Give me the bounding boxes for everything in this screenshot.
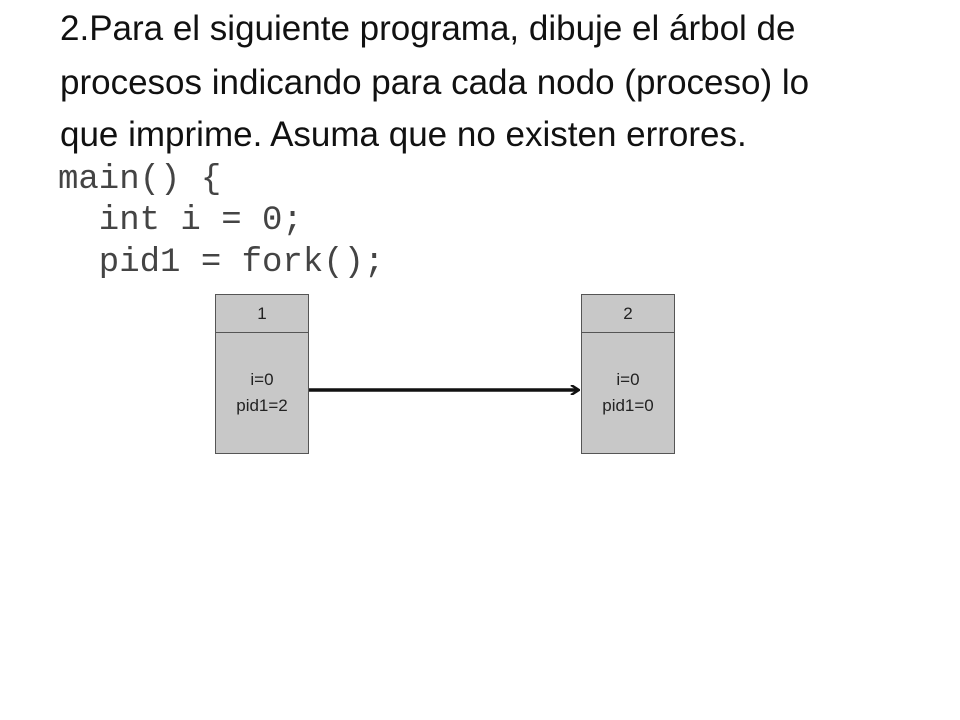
code-line-3: pid1 = fork(); (58, 244, 385, 282)
process-node-2-id: 2 (582, 295, 674, 333)
title-line-2: procesos indicando para cada nodo (proce… (60, 63, 810, 102)
process-node-1-var-pid1: pid1=2 (236, 396, 288, 415)
process-node-1-id: 1 (216, 295, 308, 333)
title-line-1: 2.Para el siguiente programa, dibuje el … (60, 9, 796, 48)
process-node-1-body: i=0 pid1=2 (216, 333, 308, 453)
process-node-2-var-i: i=0 (616, 370, 640, 389)
process-node-1-var-i: i=0 (250, 370, 274, 389)
code-line-2: int i = 0; (58, 202, 303, 240)
title-line-3: que imprime. Asuma que no existen errore… (60, 115, 747, 154)
process-node-2: 2 i=0 pid1=0 (581, 294, 675, 454)
code-line-1: main() { (58, 161, 222, 199)
process-node-2-var-pid1: pid1=0 (602, 396, 654, 415)
process-node-1: 1 i=0 pid1=2 (215, 294, 309, 454)
process-node-2-body: i=0 pid1=0 (582, 333, 674, 453)
